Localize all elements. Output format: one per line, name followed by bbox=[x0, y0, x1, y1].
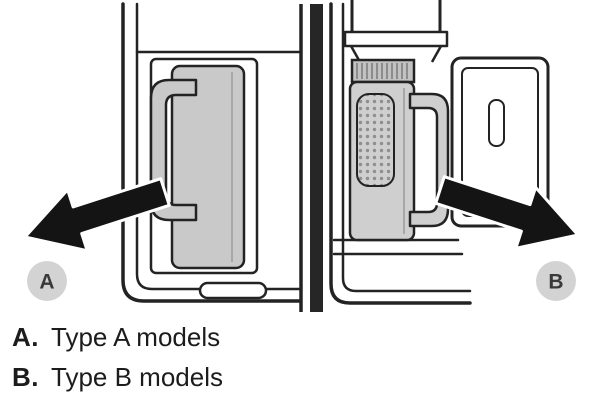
badge-a-label: A bbox=[39, 271, 54, 294]
legend-key-b: B. bbox=[12, 362, 39, 392]
legend-item-type-b: B. Type B models bbox=[12, 362, 588, 393]
legend: A. Type A models B. Type B models bbox=[0, 318, 600, 393]
dispenser-duct bbox=[343, 0, 449, 63]
legend-item-type-a: A. Type A models bbox=[12, 322, 588, 353]
badge-b-label: B bbox=[548, 271, 563, 294]
badge-b: B bbox=[536, 261, 576, 301]
filter-b-mesh bbox=[356, 93, 395, 187]
center-divider bbox=[299, 4, 323, 312]
tray-b bbox=[450, 56, 550, 228]
filter-cartridge-b bbox=[348, 58, 450, 242]
legend-key-a: A. bbox=[12, 322, 39, 352]
arrow-left-icon bbox=[23, 177, 171, 253]
legend-label-a: Type A models bbox=[51, 322, 221, 352]
illustration-svg: A bbox=[23, 0, 580, 312]
legend-label-b: Type B models bbox=[51, 362, 223, 392]
filter-cartridge-a bbox=[149, 64, 246, 270]
arrow-right-icon bbox=[434, 175, 580, 250]
figure: A bbox=[23, 0, 580, 312]
badge-a: A bbox=[27, 261, 67, 301]
